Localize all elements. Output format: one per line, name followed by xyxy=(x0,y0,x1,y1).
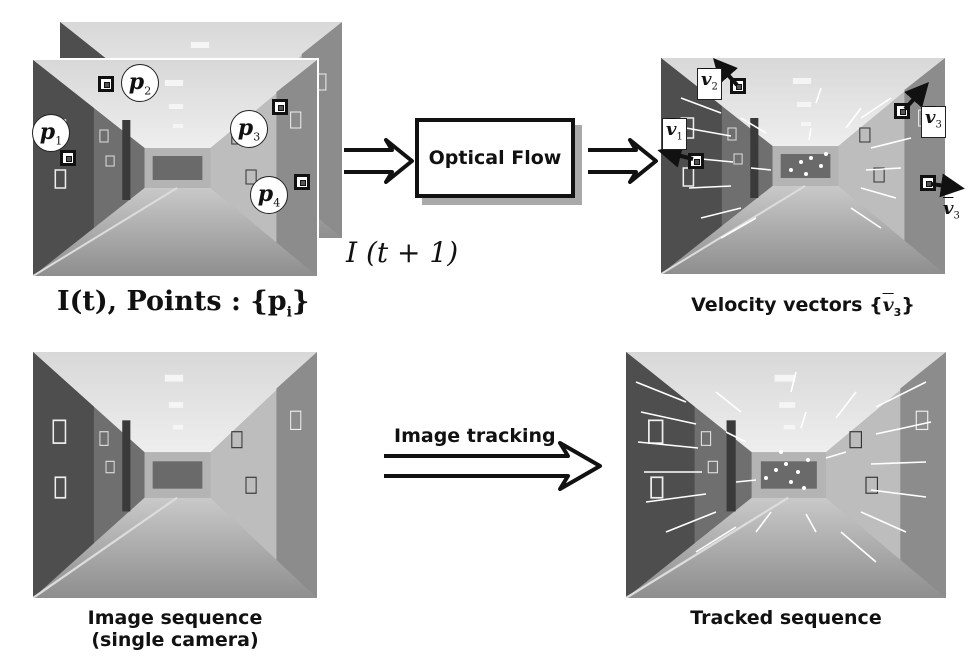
image-tracking-label: Image tracking xyxy=(394,425,556,447)
velocity-label-v3-upper: v3 xyxy=(921,106,946,138)
point-marker-p4 xyxy=(294,174,310,190)
velocity-label-v2: v2 xyxy=(697,68,722,100)
optical-flow-box: Optical Flow xyxy=(415,118,575,198)
arrow-to-optical-flow xyxy=(344,138,414,184)
velocity-arrows xyxy=(657,58,965,198)
frame-current-image xyxy=(33,58,319,276)
point-marker-p3 xyxy=(272,99,288,115)
velocity-label-v3-lower: v3 xyxy=(943,198,960,222)
point-label-p4: p4 xyxy=(250,176,288,214)
image-tracking-arrow xyxy=(384,441,602,491)
point-label-p1: p1 xyxy=(32,114,70,152)
arrow-from-optical-flow xyxy=(588,138,658,184)
point-label-p2: p2 xyxy=(121,64,159,102)
frame-current-label: I(t), Points : {pi} xyxy=(57,286,310,321)
velocity-label-v1: v1 xyxy=(662,118,687,150)
frame-next-label: I (t + 1) xyxy=(346,236,459,269)
velocity-caption: Velocity vectors {v3} xyxy=(691,294,915,319)
image-sequence-image xyxy=(33,352,317,598)
tracked-sequence-caption: Tracked sequence xyxy=(690,607,882,629)
point-marker-p2 xyxy=(98,76,114,92)
optical-flow-label: Optical Flow xyxy=(428,147,562,169)
tracked-sequence-image xyxy=(626,352,946,598)
image-sequence-caption: Image sequence (single camera) xyxy=(87,607,263,651)
point-marker-p1 xyxy=(60,150,76,166)
point-label-p3: p3 xyxy=(230,110,268,148)
